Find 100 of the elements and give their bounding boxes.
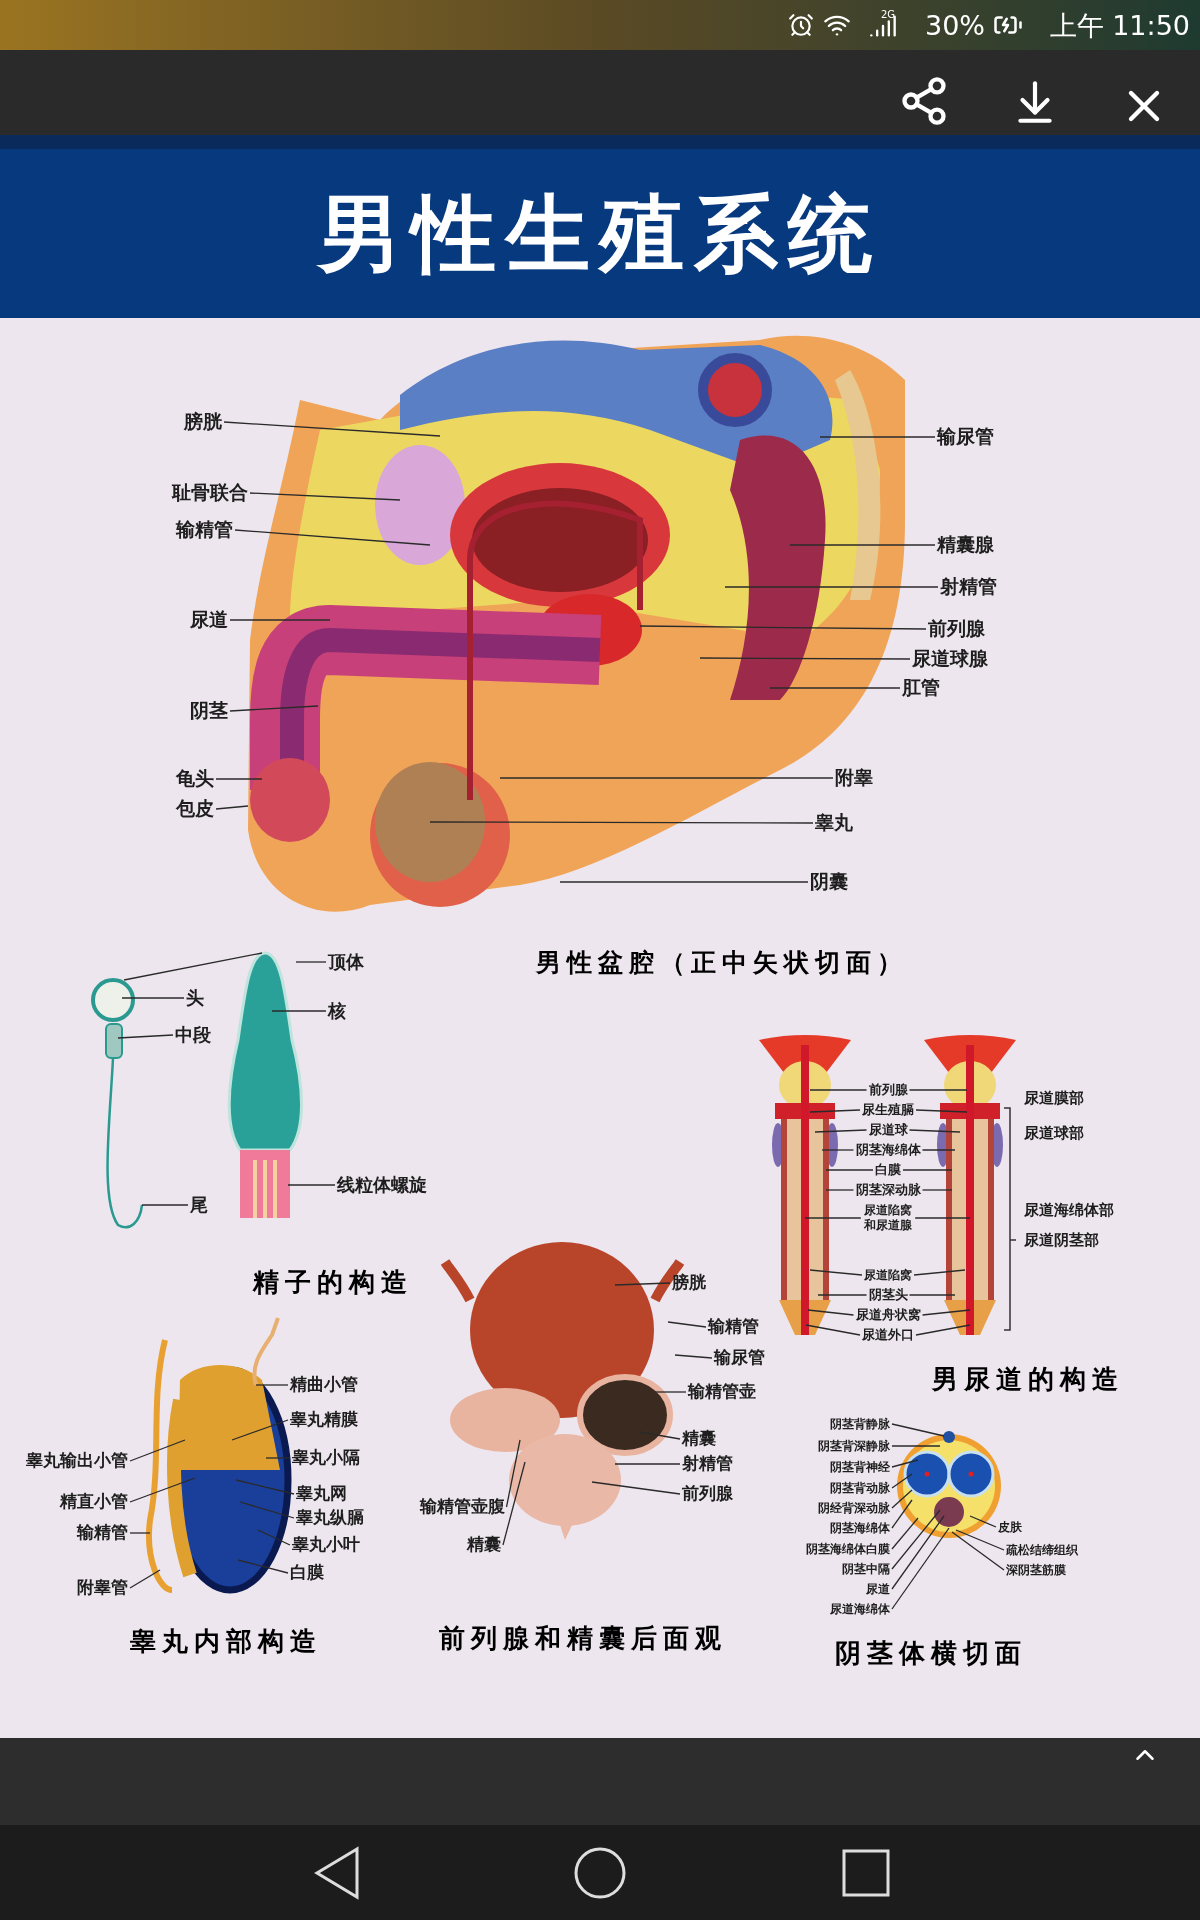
leader-line bbox=[287, 1184, 336, 1186]
leader-line bbox=[667, 1321, 707, 1328]
leader-line bbox=[265, 1457, 291, 1459]
leader-line bbox=[969, 1515, 997, 1528]
part-label: 阴茎背静脉 bbox=[830, 1416, 890, 1432]
leader-line bbox=[921, 1149, 956, 1151]
leader-line bbox=[814, 1129, 868, 1133]
leader-line bbox=[825, 1169, 874, 1171]
part-label: 皮肤 bbox=[998, 1519, 1022, 1535]
part-label: 尿道球部 bbox=[1024, 1123, 1084, 1143]
leader-line bbox=[825, 1189, 855, 1191]
leader-line bbox=[891, 1489, 913, 1509]
status-text: 2G bbox=[880, 10, 896, 20]
part-label: 阴茎背神经 bbox=[830, 1459, 890, 1475]
leader-line bbox=[805, 1324, 861, 1336]
part-label: 疏松结缔组织 bbox=[1006, 1542, 1078, 1558]
status-text: 上午 11:50 bbox=[1049, 11, 1190, 39]
leader-line bbox=[271, 1010, 327, 1012]
leader-line bbox=[915, 1324, 971, 1336]
part-label: 尿道陷窝和尿道腺 bbox=[862, 1203, 914, 1233]
leader-line bbox=[891, 1445, 941, 1447]
leader-line bbox=[654, 1391, 687, 1393]
panel-caption: 前列腺和精囊后面观 bbox=[439, 1625, 727, 1651]
part-label: 阴茎深动脉 bbox=[855, 1181, 921, 1199]
part-label: 尿道 bbox=[190, 608, 228, 632]
panel-caption: 男尿道的构造 bbox=[932, 1366, 1124, 1392]
leader-line bbox=[237, 1559, 289, 1574]
leader-line bbox=[789, 544, 936, 546]
part-label: 输精管 bbox=[176, 518, 233, 542]
leader-line bbox=[223, 421, 441, 437]
leader-line bbox=[129, 1439, 186, 1462]
leader-line bbox=[913, 1269, 966, 1276]
leader-line bbox=[674, 1354, 713, 1359]
leader-line bbox=[239, 1501, 295, 1519]
leader-line bbox=[891, 1517, 919, 1550]
leader-line bbox=[235, 1479, 295, 1495]
part-label: 附睾 bbox=[835, 766, 873, 790]
part-label: 白膜 bbox=[290, 1562, 324, 1584]
part-label: 睾丸 bbox=[815, 811, 853, 835]
leader-line bbox=[902, 1169, 953, 1171]
part-label: 阴茎中隔 bbox=[842, 1561, 890, 1577]
leader-line bbox=[819, 436, 936, 438]
part-label: 尿道膜部 bbox=[1024, 1088, 1084, 1108]
panel-caption: 阴茎体横切面 bbox=[835, 1640, 1027, 1666]
part-label: 睾丸纵膈 bbox=[296, 1507, 364, 1529]
leader-line bbox=[234, 529, 431, 546]
part-label: 阴茎海绵体 bbox=[830, 1520, 890, 1536]
part-label: 射精管 bbox=[682, 1453, 733, 1475]
part-label: 睾丸输出小管 bbox=[26, 1450, 128, 1472]
part-label: 尿道陷窝 bbox=[864, 1267, 912, 1283]
part-label: 核 bbox=[328, 999, 346, 1023]
part-label: 膀胱 bbox=[672, 1272, 706, 1294]
leader-line bbox=[804, 1217, 862, 1219]
part-label: 阴茎头 bbox=[868, 1286, 908, 1304]
leader-line bbox=[809, 1269, 863, 1276]
leader-line bbox=[908, 1129, 961, 1133]
part-label: 睾丸网 bbox=[296, 1483, 347, 1505]
leader-line bbox=[141, 1204, 189, 1206]
status-text: 30% bbox=[925, 11, 985, 39]
leader-line bbox=[908, 1294, 956, 1296]
leader-line bbox=[231, 1419, 289, 1441]
part-label: 睾丸小隔 bbox=[292, 1447, 360, 1469]
part-label: 尿生殖膈 bbox=[862, 1101, 914, 1119]
leader-line bbox=[891, 1509, 941, 1570]
leader-line bbox=[117, 1034, 174, 1039]
part-label: 膀胱 bbox=[184, 410, 222, 434]
leader-line bbox=[499, 777, 834, 779]
leader-line bbox=[257, 1529, 291, 1546]
part-label: 射精管 bbox=[940, 575, 997, 599]
leader-line bbox=[429, 821, 814, 824]
part-label: 中段 bbox=[175, 1023, 211, 1047]
leader-line bbox=[229, 705, 319, 712]
leader-line bbox=[821, 1149, 855, 1151]
leader-line bbox=[921, 1309, 971, 1316]
part-label: 输精管 bbox=[77, 1522, 128, 1544]
leader-line bbox=[121, 997, 185, 999]
part-label: 尿道球 bbox=[868, 1121, 908, 1139]
part-label: 前列腺 bbox=[868, 1081, 908, 1099]
leader-line bbox=[724, 586, 939, 588]
leader-line bbox=[559, 881, 809, 883]
leader-line bbox=[807, 1309, 855, 1316]
part-label: 输精管 bbox=[708, 1316, 759, 1338]
part-label: 尿道海绵体 bbox=[830, 1601, 890, 1617]
leader-line bbox=[591, 1481, 681, 1495]
part-label: 精曲小管 bbox=[290, 1374, 358, 1396]
leader-line bbox=[891, 1499, 913, 1529]
leader-line bbox=[249, 492, 401, 501]
part-label: 阴茎海绵体白膜 bbox=[806, 1541, 890, 1557]
leader-line bbox=[614, 1463, 681, 1465]
part-label: 包皮 bbox=[176, 797, 214, 821]
sperm-drawing bbox=[91, 978, 144, 1229]
leader-line bbox=[614, 1282, 671, 1286]
part-label: 附睾管 bbox=[77, 1577, 128, 1599]
leader-line bbox=[915, 1109, 968, 1113]
part-label: 头 bbox=[186, 986, 204, 1010]
leader-line bbox=[129, 1477, 196, 1503]
title: 男性生殖系统 bbox=[318, 191, 882, 276]
sperm-head-drawing bbox=[227, 951, 303, 1220]
part-label: 尿道外口 bbox=[862, 1326, 914, 1344]
part-label: 精囊 bbox=[467, 1534, 501, 1556]
